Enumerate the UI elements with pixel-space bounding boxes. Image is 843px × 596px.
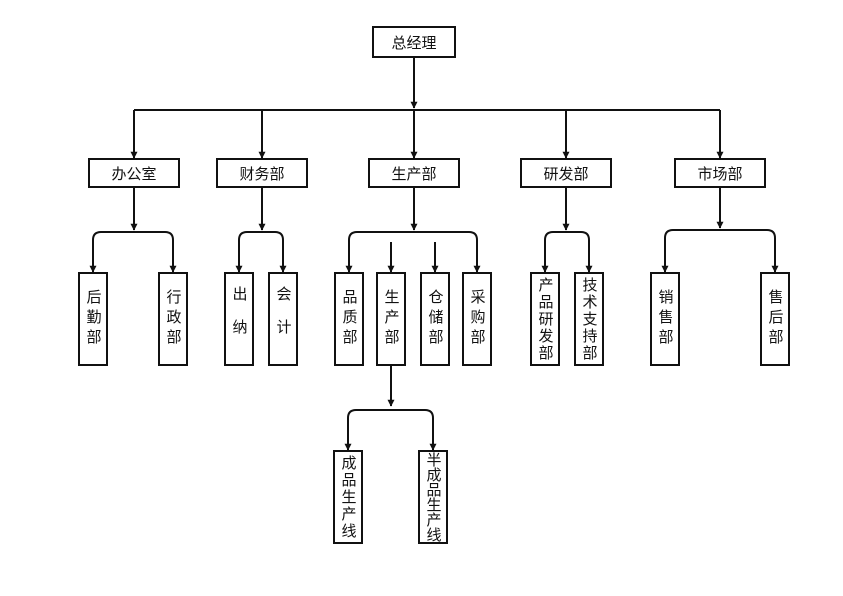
subdept-bus-0 [92, 231, 174, 272]
dept-office-box: 办公室 [88, 158, 180, 188]
prod-storage-label: 仓储部 [426, 289, 445, 349]
office-logistics-box: 后勤部 [78, 272, 108, 366]
dept-production-label: 生产部 [391, 164, 437, 183]
semi-line-label: 半成品生产线 [424, 452, 443, 542]
office-logistics-label: 后勤部 [84, 289, 103, 349]
office-admin-label: 行政部 [164, 289, 183, 349]
prod-purchasing-box: 采购部 [462, 272, 492, 366]
prod-quality-box: 品质部 [334, 272, 364, 366]
rnd-support-box: 技术支持部 [574, 272, 604, 366]
subdept-bus-2 [348, 231, 478, 272]
finished-line-label: 成品生产线 [339, 454, 358, 540]
ceo-label: 总经理 [391, 33, 437, 52]
finished-line-box: 成品生产线 [333, 450, 363, 544]
subdept-bus-3 [544, 231, 590, 272]
prod-production-box: 生产部 [376, 272, 406, 366]
market-aftersales-label: 售后部 [766, 289, 785, 349]
line-bus [347, 409, 434, 450]
rnd-support-label: 技术支持部 [580, 276, 599, 362]
ceo-box: 总经理 [372, 26, 456, 58]
finance-accounting-box: 会计 [268, 272, 298, 366]
dept-production-box: 生产部 [368, 158, 460, 188]
finance-cashier-box: 出纳 [224, 272, 254, 366]
rnd-product-box: 产品研发部 [530, 272, 560, 366]
dept-finance-label: 财务部 [239, 164, 285, 183]
dept-market-label: 市场部 [697, 164, 743, 183]
prod-purchasing-label: 采购部 [468, 289, 487, 349]
rnd-product-label: 产品研发部 [536, 276, 555, 362]
semi-line-box: 半成品生产线 [418, 450, 448, 544]
prod-quality-label: 品质部 [340, 289, 359, 349]
market-sales-box: 销售部 [650, 272, 680, 366]
subdept-bus-1 [238, 231, 284, 272]
market-sales-label: 销售部 [656, 289, 675, 349]
prod-storage-box: 仓储部 [420, 272, 450, 366]
dept-finance-box: 财务部 [216, 158, 308, 188]
dept-rnd-label: 研发部 [543, 164, 589, 183]
dept-office-label: 办公室 [111, 164, 157, 183]
office-admin-box: 行政部 [158, 272, 188, 366]
finance-cashier-label: 出纳 [230, 286, 249, 352]
subdept-bus-4 [664, 229, 776, 272]
dept-market-box: 市场部 [674, 158, 766, 188]
dept-rnd-box: 研发部 [520, 158, 612, 188]
finance-accounting-label: 会计 [274, 286, 293, 352]
market-aftersales-box: 售后部 [760, 272, 790, 366]
prod-production-label: 生产部 [382, 289, 401, 349]
